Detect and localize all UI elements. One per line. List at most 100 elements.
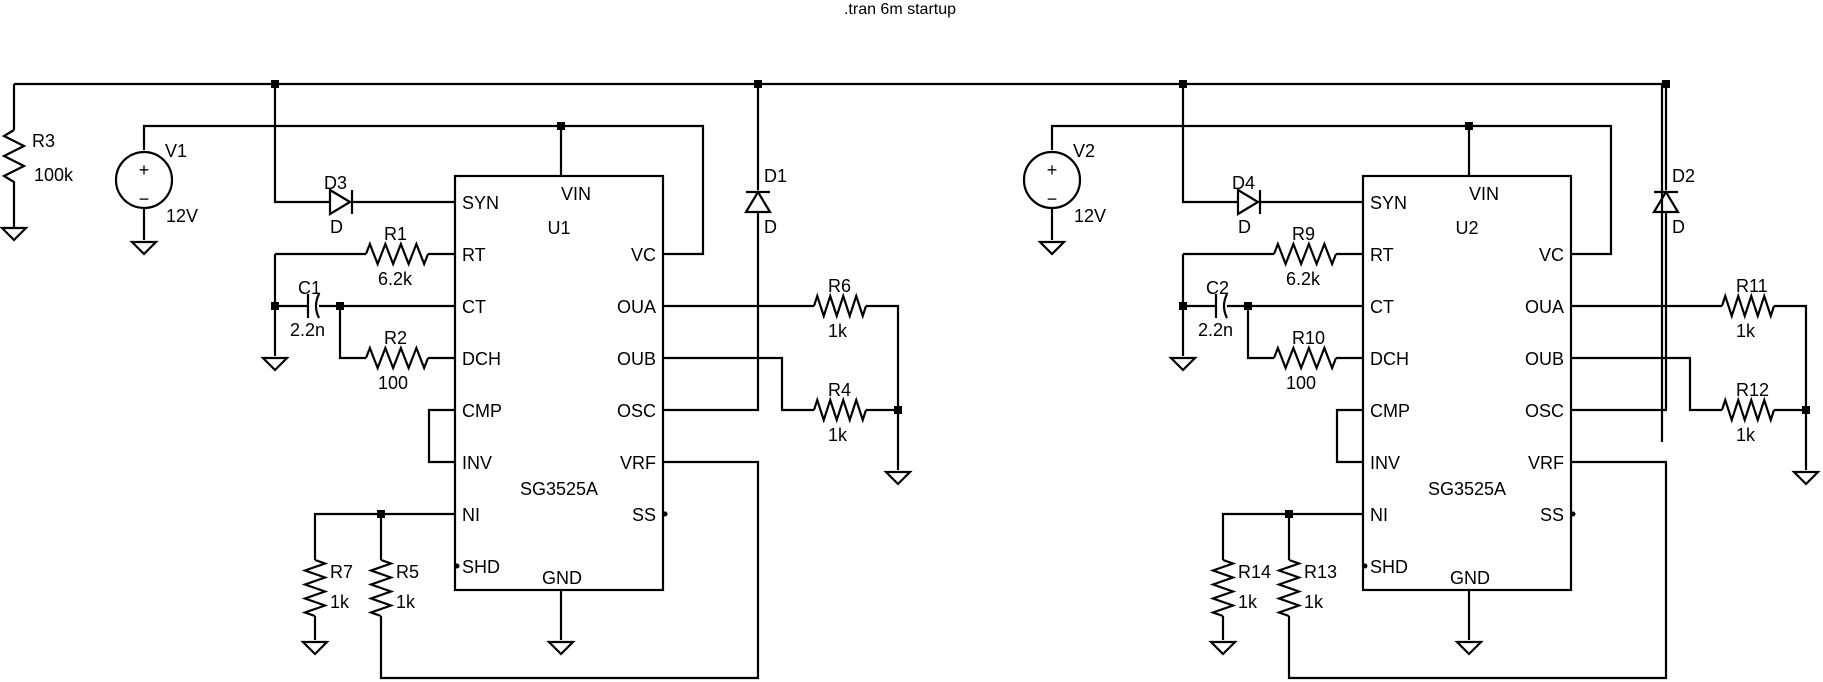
oua-load-value-label: 1k (828, 321, 848, 341)
source-value-label: 12V (1074, 206, 1106, 226)
pin-vrf: VRF (620, 453, 656, 473)
pin-vin: VIN (1469, 184, 1499, 204)
osc-diode-model-label: D (764, 217, 777, 237)
source-plus-sign: + (1047, 160, 1058, 180)
ct-capacitor[interactable] (306, 293, 320, 319)
source-ref-label: V1 (165, 141, 187, 161)
osc-bus-junction (754, 80, 762, 88)
rt-value-label: 6.2k (378, 269, 413, 289)
ni-bottom-wire (1221, 512, 1363, 560)
osc-pin-wire (1571, 212, 1668, 412)
ic-body-left_stage[interactable] (453, 174, 665, 592)
pin-ni: NI (462, 505, 480, 525)
dch-ref-label: R10 (1292, 328, 1325, 348)
ct-ground-junction (1179, 302, 1187, 310)
load-ground-symbol (1791, 470, 1821, 486)
pin-oua: OUA (617, 297, 656, 317)
oua-load-value-label: 1k (1736, 321, 1756, 341)
oub-load-resistor[interactable] (1720, 396, 1776, 424)
pin-dch: DCH (1370, 349, 1409, 369)
r3-resistor[interactable] (0, 129, 29, 242)
cmp-inv-loop-wire (427, 408, 455, 464)
oub-load-right-wire (866, 408, 900, 470)
ic-part-number: SG3525A (520, 479, 598, 499)
oua-load-right-wire (1774, 304, 1808, 410)
rt-ref-label: R9 (1292, 224, 1315, 244)
ni-top-ref-label: R13 (1304, 562, 1337, 582)
oub-load-value-label: 1k (1736, 425, 1756, 445)
rt-resistor[interactable] (1272, 240, 1338, 268)
vrf-feedback-wire (379, 460, 760, 680)
osc-diode[interactable] (1652, 189, 1680, 214)
ni-top-resistor[interactable] (1275, 558, 1303, 618)
ct-ground-symbol (1168, 356, 1198, 372)
rt-value-label: 6.2k (1286, 269, 1321, 289)
pin-osc: OSC (617, 401, 656, 421)
dch-resistor[interactable] (1272, 344, 1338, 372)
oub-load-resistor[interactable] (812, 396, 868, 424)
ni-bottom-resistor[interactable] (1209, 558, 1237, 618)
ni-bottom-value-label: 1k (330, 592, 350, 612)
dch-value-label: 100 (1286, 373, 1316, 393)
ct-cap-value-label: 2.2n (290, 320, 325, 340)
pin-oub: OUB (1525, 349, 1564, 369)
source-plus-sign: + (139, 160, 150, 180)
cmp-inv-loop-wire (1335, 408, 1363, 464)
ni-top-value-label: 1k (1304, 592, 1324, 612)
dch-value-label: 100 (378, 373, 408, 393)
vin-supply-wire (142, 124, 705, 256)
source-ground-symbol (1037, 240, 1067, 256)
pin-gnd: GND (1450, 568, 1490, 588)
ni-top-resistor[interactable] (367, 558, 395, 618)
ni-bottom-wire (313, 512, 455, 560)
dch-ref-label: R2 (384, 328, 407, 348)
osc-diode[interactable] (744, 189, 772, 214)
sync-diode[interactable] (1236, 188, 1262, 216)
oub-wire (663, 356, 814, 412)
ni-top-value-label: 1k (396, 592, 416, 612)
oua-load-ref-label: R11 (1736, 276, 1768, 296)
pin-gnd: GND (542, 568, 582, 588)
pin-vc: VC (1539, 245, 1564, 265)
right-sync-bus-junction-b (1179, 80, 1187, 88)
ni-top-ref-label: R5 (396, 562, 419, 582)
pin-oua: OUA (1525, 297, 1564, 317)
pin-ss: SS (1540, 505, 1564, 525)
pin-syn: SYN (462, 193, 499, 213)
right-stage: VINU2SG3525AGNDSYNRTCTDCHCMPINVNISHDVCOU… (1022, 80, 1821, 680)
source-ground-symbol (129, 240, 159, 256)
pin-cmp: CMP (1370, 401, 1410, 421)
oub-load-right-wire (1774, 408, 1808, 470)
oua-load-ref-label: R6 (828, 276, 851, 296)
pin-rt: RT (1370, 245, 1394, 265)
sync-diode[interactable] (328, 188, 354, 216)
ni-bottom-resistor[interactable] (301, 558, 329, 618)
ct-ground-junction (271, 302, 279, 310)
rt-resistor[interactable] (364, 240, 430, 268)
oua-load-resistor[interactable] (1720, 292, 1776, 320)
source-value-label: 12V (166, 206, 198, 226)
ni-bottom-ground-symbol (300, 640, 330, 656)
pin-ss: SS (632, 505, 656, 525)
dch-resistor[interactable] (364, 344, 430, 372)
ni-bottom-ref-label: R7 (330, 562, 353, 582)
oua-load-resistor[interactable] (812, 292, 868, 320)
sync-bus-junction (271, 80, 279, 88)
ic-body-right_stage[interactable] (1361, 174, 1573, 592)
ct-cap-value-label: 2.2n (1198, 320, 1233, 340)
ic-ground-symbol (1454, 640, 1484, 656)
load-junction (894, 406, 902, 414)
pin-dch: DCH (462, 349, 501, 369)
oub-load-ref-label: R4 (828, 380, 851, 400)
left-stage: VINU1SG3525AGNDSYNRTCTDCHCMPINVNISHDVCOU… (114, 80, 913, 680)
pin-rt: RT (462, 245, 486, 265)
osc-diode-ref-label: D1 (764, 166, 787, 186)
spice-directive[interactable]: .tran 6m startup (844, 1, 956, 18)
pin-ni: NI (1370, 505, 1388, 525)
pin-oub: OUB (617, 349, 656, 369)
ct-capacitor[interactable] (1214, 293, 1228, 319)
sync-diode-ref-label: D3 (324, 173, 347, 193)
vrf-feedback-wire (1287, 460, 1668, 680)
load-junction (1802, 406, 1810, 414)
